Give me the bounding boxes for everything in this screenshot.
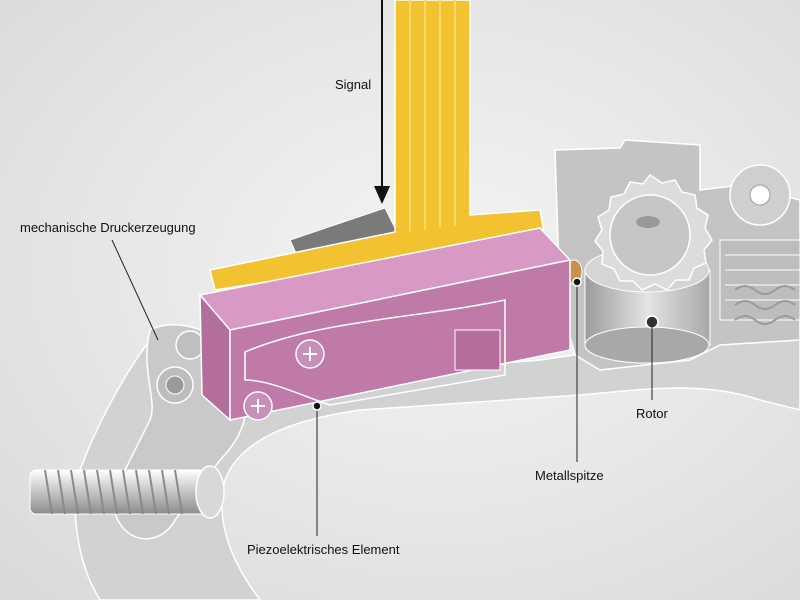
leader-dots [312,277,582,411]
piezo-element-label: Piezoelektrisches Element [247,542,400,557]
rotor-label: Rotor [636,406,668,421]
gear [594,173,713,291]
leader-lines [111,239,653,536]
mechanical-pressure-label: mechanische Druckerzeugung [20,220,196,235]
piezo-element [198,227,572,422]
signal-arrow [374,0,390,204]
threaded-screw [29,465,225,519]
signal-label: Signal [335,77,372,92]
metal-tip-label: Metallspitze [535,468,604,483]
flex-cable [209,0,546,291]
spring [734,285,796,325]
